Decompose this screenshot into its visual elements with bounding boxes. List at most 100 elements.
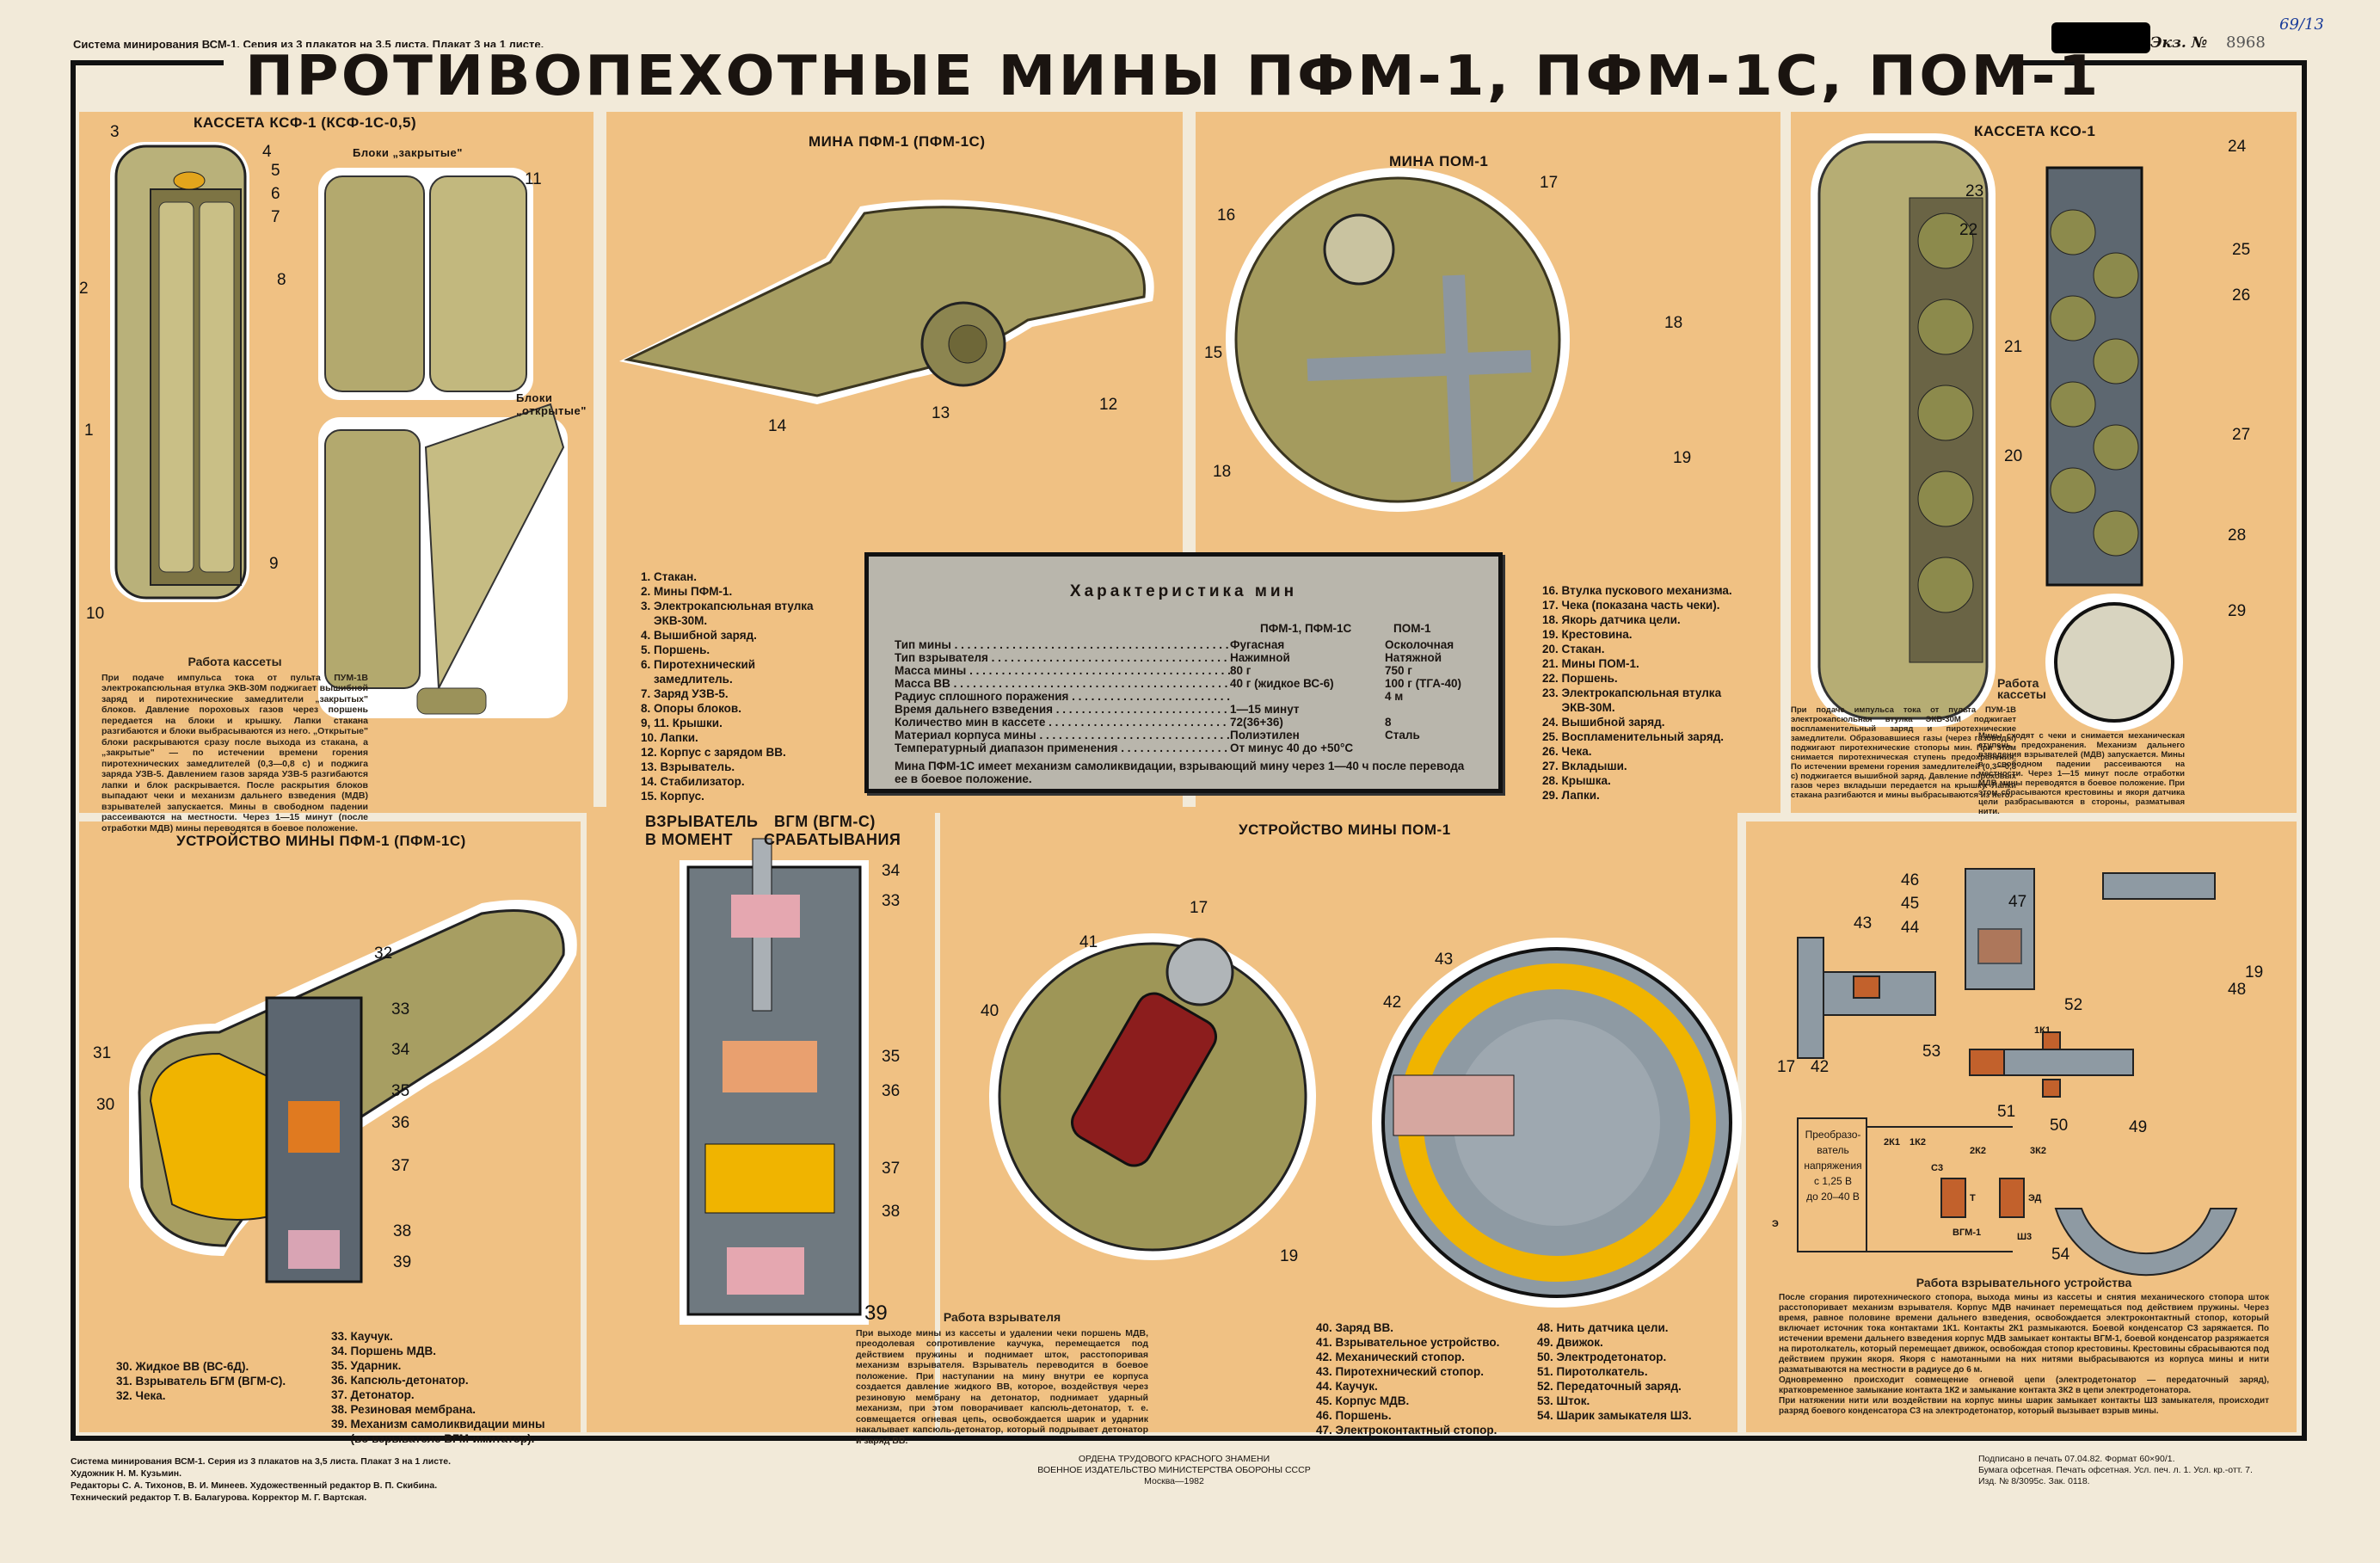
- legend-3: 30. Жидкое ВВ (ВС-6Д).31. Взрыватель БГМ…: [116, 1359, 286, 1403]
- schematic-label: Э: [1772, 1219, 1779, 1229]
- callout: 54: [2051, 1246, 2070, 1264]
- fuse-title-1: ВЗРЫВАТЕЛЬ: [645, 813, 759, 830]
- legend-item: 2. Мины ПФМ-1.: [641, 585, 733, 598]
- legend-item: ЭКВ-30М.: [641, 614, 708, 627]
- callout: 48: [2228, 981, 2247, 999]
- legend-item: 42. Механический стопор.: [1316, 1351, 1465, 1363]
- callout: 13: [932, 404, 950, 422]
- callout: 14: [768, 417, 787, 435]
- callout: 9: [269, 555, 279, 573]
- schematic-label: ВГМ-1: [1953, 1228, 1982, 1238]
- callout: 33: [882, 892, 901, 910]
- callout: 34: [882, 862, 901, 880]
- callout: 18: [1213, 463, 1232, 481]
- callout: 10: [86, 605, 105, 623]
- spec-row-value-pom: Осколочная: [1385, 638, 1454, 651]
- fuse-title-4: СРАБАТЫВАНИЯ: [764, 831, 901, 848]
- legend-item: 12. Корпус с зарядом ВВ.: [641, 746, 786, 759]
- legend-item: 28. Крышка.: [1542, 774, 1611, 787]
- legend-item: 18. Якорь датчика цели.: [1542, 613, 1681, 626]
- spec-row-value-pom: 750 г: [1385, 664, 1412, 677]
- spec-row-value-pom: 4 м: [1385, 690, 1404, 703]
- legend-item: 20. Стакан.: [1542, 643, 1605, 655]
- legend-item: 43. Пиротехнический стопор.: [1316, 1365, 1484, 1378]
- callout: 47: [2008, 893, 2027, 911]
- footer-line: Бумага офсетная. Печать офсетная. Усл. п…: [1978, 1465, 2253, 1475]
- kso-title: КАССЕТА КСО-1: [1974, 123, 2096, 139]
- callout: 24: [2228, 138, 2247, 156]
- ksf-title: КАССЕТА КСФ-1 (КСФ-1С-0,5): [194, 114, 417, 131]
- footer-line: Система минирования ВСМ-1. Серия из 3 пл…: [71, 1456, 451, 1467]
- callout: 31: [93, 1044, 112, 1062]
- pfm-title: МИНА ПФМ-1 (ПФМ-1С): [809, 133, 986, 150]
- callout: 29: [2228, 602, 2247, 620]
- legend-item: 13. Взрыватель.: [641, 760, 735, 773]
- pfm-device-title: УСТРОЙСТВО МИНЫ ПФМ-1 (ПФМ-1С): [176, 833, 466, 849]
- schematic-label: 1К2: [1910, 1137, 1926, 1148]
- kso-cassette-illustration: [1811, 133, 2183, 731]
- schematic-work-body-3: При натяжении нити или воздействии на ко…: [1779, 1396, 2269, 1416]
- legend-item: 38. Резиновая мембрана.: [331, 1403, 476, 1416]
- callout: 43: [1854, 914, 1873, 932]
- footer-line: ОРДЕНА ТРУДОВОГО КРАСНОГО ЗНАМЕНИ: [1078, 1454, 1270, 1464]
- legend-item: 25. Воспламенительный заряд.: [1542, 730, 1725, 743]
- footer-line: Технический редактор Т. В. Балагурова. К…: [71, 1492, 367, 1503]
- spec-row-value-pom: 8: [1385, 716, 1392, 729]
- legend-item: 34. Поршень МДВ.: [331, 1345, 437, 1357]
- callout: 7: [271, 208, 280, 226]
- callout: 17: [1540, 174, 1559, 192]
- legend-item: 5. Поршень.: [641, 643, 710, 656]
- spec-row-value-pfm: 1—15 минут: [1230, 703, 1300, 716]
- legend-item: 41. Взрывательное устройство.: [1316, 1336, 1500, 1349]
- ksf-work-body: При подаче импульса тока от пульта ПУМ-1…: [101, 672, 368, 834]
- callout: 50: [2050, 1117, 2069, 1135]
- footer-line: Подписано в печать 07.04.82. Формат 60×9…: [1978, 1454, 2175, 1464]
- footer-line: Художник Н. М. Кузьмин.: [71, 1468, 182, 1479]
- callout: 36: [391, 1114, 410, 1132]
- legend-item: 36. Капсюль-детонатор.: [331, 1374, 469, 1387]
- callout: 34: [391, 1041, 410, 1059]
- callout: 27: [2232, 426, 2251, 444]
- schematic-label: Ш3: [2017, 1232, 2033, 1242]
- callout: 33: [391, 1000, 410, 1018]
- callout: 39: [864, 1301, 888, 1325]
- callout: 17: [1190, 899, 1208, 917]
- schematic-label: ЭД: [2028, 1193, 2042, 1203]
- legend-item: 21. Мины ПОМ-1.: [1542, 657, 1639, 670]
- legend-item: 32. Чека.: [116, 1389, 166, 1402]
- legend-item: 15. Корпус.: [641, 790, 704, 803]
- spec-row-label: Тип мины . . . . . . . . . . . . . . . .…: [895, 638, 1230, 651]
- schematic-label: 1К1: [2034, 1025, 2051, 1036]
- legend-item: 26. Чека.: [1542, 745, 1592, 758]
- poster-title: ПРОТИВОПЕХОТНЫЕ МИНЫ ПФМ-1, ПФМ-1С, ПОМ-…: [245, 45, 2101, 108]
- title-gap: [224, 47, 2013, 73]
- legend-item: 29. Лапки.: [1542, 789, 1600, 802]
- callout: 3: [110, 123, 120, 141]
- schematic-work-title: Работа взрывательного устройства: [1916, 1276, 2132, 1289]
- copy-number: 8968: [2226, 34, 2266, 52]
- spec-col-1: ПФМ-1, ПФМ-1С: [1260, 622, 1352, 635]
- footer-credits: Система минирования ВСМ-1. Серия из 3 пл…: [71, 1455, 451, 1504]
- footer-line: Изд. № 8/3095с. Зак. 0118.: [1978, 1476, 2090, 1486]
- ksf-work-title: Работа кассеты: [188, 655, 282, 668]
- copy-label: Экз. №: [2150, 34, 2208, 52]
- pfm-mine-illustration: [619, 200, 1154, 404]
- legend-item: 48. Нить датчика цели.: [1537, 1321, 1669, 1334]
- spec-table-title: Характеристика мин: [1069, 582, 1298, 600]
- callout: 17: [1777, 1058, 1796, 1076]
- schematic-label: Т: [1970, 1193, 1976, 1203]
- ksf-cassette-illustration: [110, 142, 568, 718]
- callout: 19: [1673, 449, 1692, 467]
- callout: 20: [2004, 447, 2023, 465]
- callout: 2: [79, 280, 89, 298]
- footer-print-info: Подписано в печать 07.04.82. Формат 60×9…: [1978, 1454, 2253, 1487]
- legend-item: ЭКВ-30М.: [1542, 701, 1615, 714]
- legend-item: 14. Стабилизатор.: [641, 775, 745, 788]
- spec-row-value-pom: 100 г (ТГА-40): [1385, 677, 1461, 690]
- legend-6: 48. Нить датчика цели.49. Движок.50. Эле…: [1537, 1320, 1692, 1423]
- callout: 23: [1965, 182, 1984, 200]
- footer-line: Редакторы С. А. Тихонов, В. И. Минеев. Х…: [71, 1480, 438, 1491]
- spec-row-value-pfm: От минус 40 до +50°С: [1230, 742, 1354, 754]
- legend-5: 40. Заряд ВВ.41. Взрывательное устройств…: [1316, 1320, 1499, 1437]
